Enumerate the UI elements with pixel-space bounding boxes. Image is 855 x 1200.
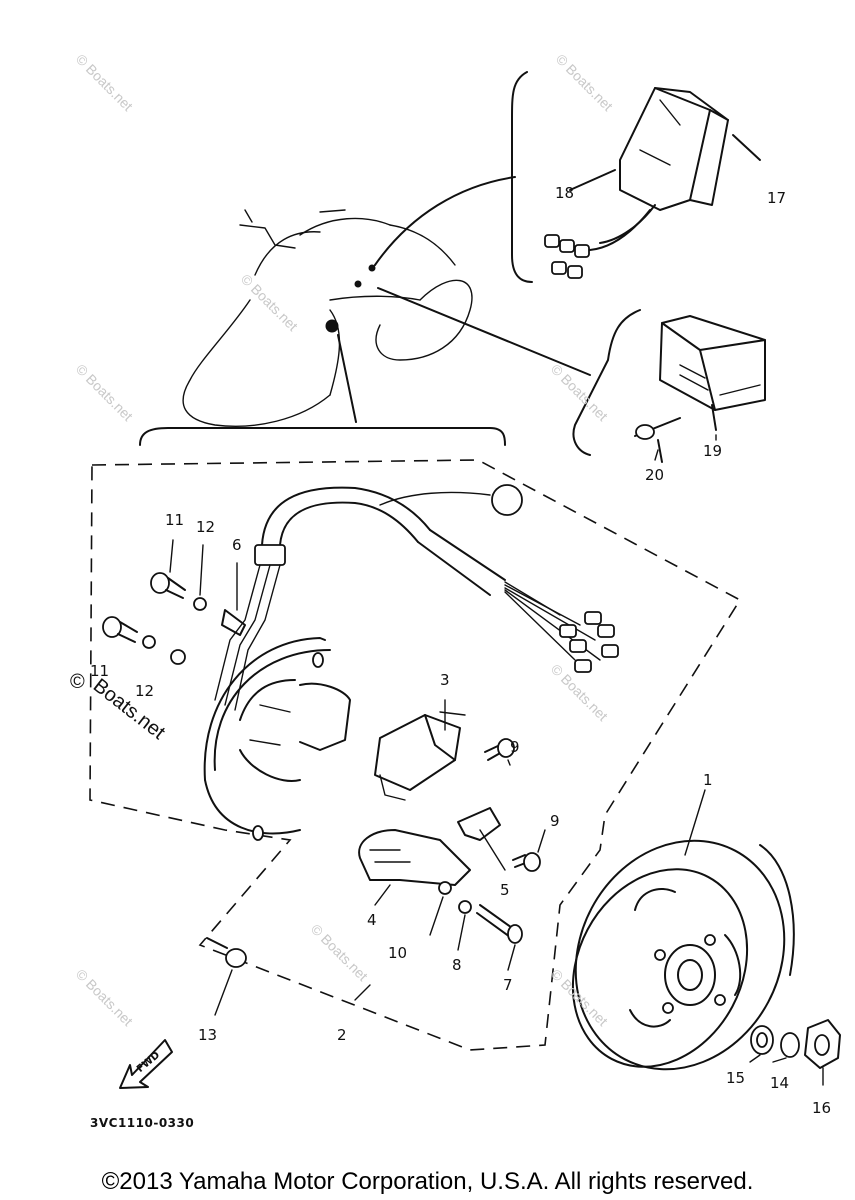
watermark: © Boats.net — [73, 966, 136, 1029]
clamp-and-screws — [102, 572, 246, 665]
rotor-fasteners — [750, 1019, 841, 1069]
callout-5: 5 — [500, 881, 510, 899]
regulator-unit — [569, 134, 766, 463]
callout-12b: 12 — [135, 682, 154, 700]
callout-numbers: 1 2 3 4 5 6 7 8 9 9 10 11 11 12 12 13 14… — [90, 184, 831, 1117]
callout-12a: 12 — [196, 518, 215, 536]
cdi-unit — [544, 87, 729, 279]
callout-10: 10 — [388, 944, 407, 962]
callout-17: 17 — [767, 189, 786, 207]
watermark: © Boats.net — [308, 921, 371, 984]
callout-15: 15 — [726, 1069, 745, 1087]
callout-1: 1 — [703, 771, 713, 789]
callout-18: 18 — [555, 184, 574, 202]
callout-11a: 11 — [165, 511, 184, 529]
callout-leaders — [169, 434, 824, 1086]
charge-coil — [374, 711, 466, 801]
copyright-notice: ©2013 Yamaha Motor Corporation, U.S.A. A… — [101, 1168, 754, 1195]
fwd-label: FWD — [135, 1050, 162, 1075]
callout-9b: 9 — [550, 812, 560, 830]
callout-9a: 9 — [510, 738, 520, 756]
stator-screws — [438, 738, 541, 944]
pulser-coil — [358, 829, 471, 886]
callout-13: 13 — [198, 1026, 217, 1044]
watermarks: © Boats.net © Boats.net © Boats.net © Bo… — [70, 51, 616, 1029]
callout-20: 20 — [645, 466, 664, 484]
callout-3: 3 — [440, 671, 450, 689]
callout-4: 4 — [367, 911, 377, 929]
magneto-location-dot — [325, 319, 339, 333]
wire-harness — [214, 484, 619, 711]
plate-screw — [206, 937, 247, 968]
callout-6: 6 — [232, 536, 242, 554]
stator-plate — [203, 637, 351, 841]
callout-2: 2 — [337, 1026, 347, 1044]
callout-19: 19 — [703, 442, 722, 460]
callout-7: 7 — [503, 976, 513, 994]
fwd-arrow-icon: FWD — [119, 1039, 173, 1089]
watermark: © Boats.net — [238, 271, 301, 334]
cdi-location-dot — [368, 264, 376, 272]
callout-16: 16 — [812, 1099, 831, 1117]
watermark-symbol: © — [70, 671, 85, 693]
watermark: © Boats.net — [73, 51, 136, 114]
diagram-ref-code: 3VC1110-0330 — [90, 1116, 194, 1130]
callout-11b: 11 — [90, 662, 109, 680]
callout-14: 14 — [770, 1074, 789, 1092]
lighting-coil — [457, 807, 501, 841]
watermark-large: Boats.net — [89, 675, 169, 745]
motorcycle-outline — [182, 209, 473, 427]
stator-assembly-outline — [89, 459, 742, 1051]
watermark: © Boats.net — [553, 51, 616, 114]
watermark: © Boats.net — [73, 361, 136, 424]
callout-8: 8 — [452, 956, 462, 974]
regulator-location-dot — [354, 280, 362, 288]
flywheel-rotor — [571, 839, 795, 1071]
